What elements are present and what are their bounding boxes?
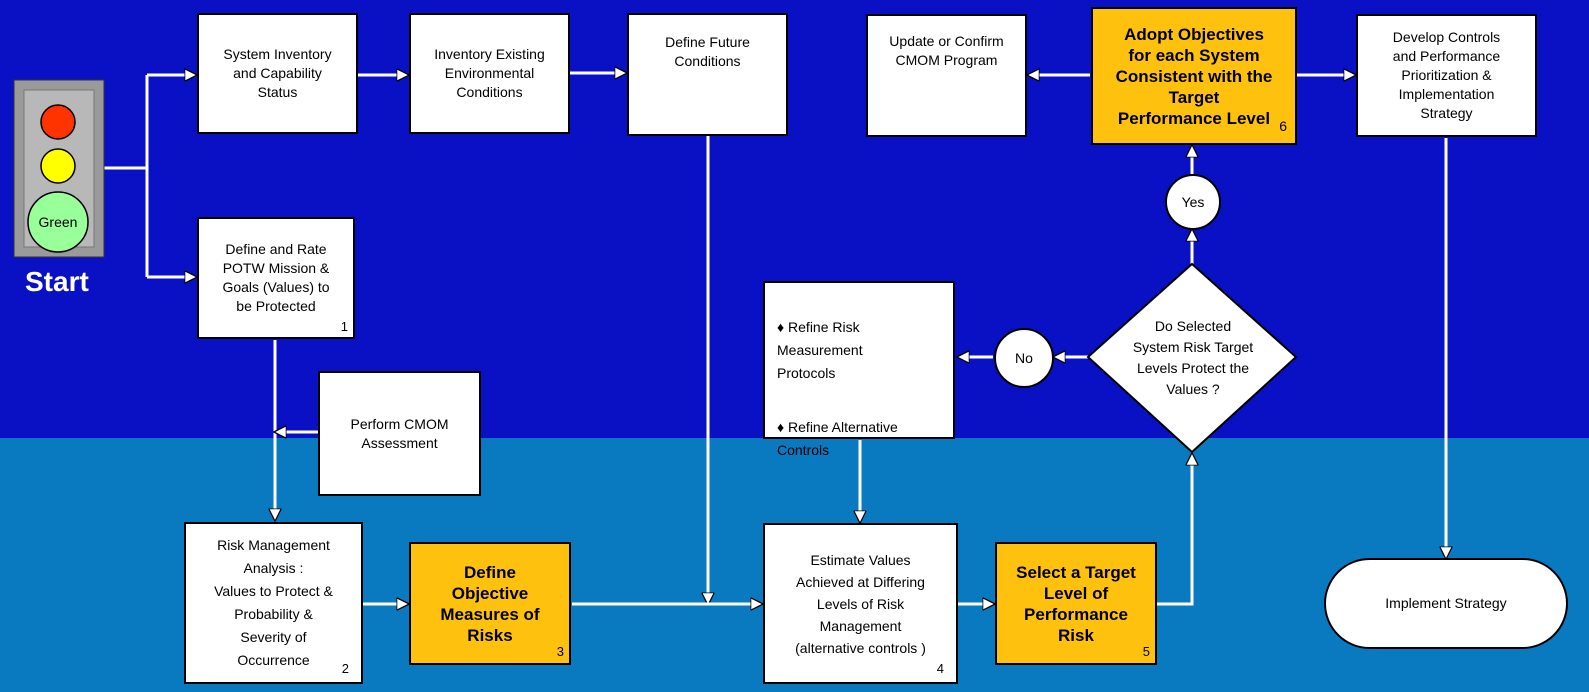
system-inventory-box: System Inventory and Capability Status [197,13,358,134]
no-node: No [994,328,1054,388]
define-objective-text: Define Objective Measures of Risks [440,562,540,645]
no-text: No [1015,350,1033,366]
adopt-objectives-number: 6 [1279,118,1287,134]
decision-text: Do Selected System Risk Target Levels Pr… [1132,318,1254,397]
risk-management-text: Risk Management Analysis : Values to Pro… [214,537,333,668]
yellow-light [40,148,76,184]
yes-text: Yes [1181,194,1205,210]
adopt-objectives-box: Adopt Objectives for each System Consist… [1091,7,1297,145]
estimate-values-box: Estimate Values Achieved at Differing Le… [763,523,958,684]
refine-controls-text: ♦ Refine Alternative Controls [777,419,898,458]
update-cmom-text: Update or Confirm CMOM Program [889,32,1004,68]
select-target-text: Select a Target Level of Performance Ris… [1016,562,1136,645]
develop-controls-box: Develop Controls and Performance Priorit… [1356,14,1537,137]
refine-box: ♦ Refine Risk Measurement Protocols ♦ Re… [763,281,955,458]
select-target-number: 5 [1142,644,1150,659]
develop-controls-text: Develop Controls and Performance Priorit… [1392,29,1501,121]
green-light-label: Green [39,214,78,230]
estimate-values-number: 4 [936,661,944,676]
implement-strategy-node: Implement Strategy [1324,558,1568,649]
yes-node: Yes [1165,174,1221,230]
define-future-text: Define Future Conditions [665,33,750,69]
inventory-env-box: Inventory Existing Environmental Conditi… [409,13,570,134]
decision-diamond [1086,262,1298,454]
perform-cmom-text: Perform CMOM Assessment [350,415,449,451]
risk-management-box: Risk Management Analysis : Values to Pro… [184,522,363,684]
define-rate-number: 1 [340,319,348,334]
refine-risk-text: ♦ Refine Risk Measurement Protocols [777,319,863,381]
define-objective-box: Define Objective Measures of Risks 3 [409,542,571,665]
inventory-env-text: Inventory Existing Environmental Conditi… [434,46,545,100]
risk-management-number: 2 [341,661,349,676]
system-inventory-text: System Inventory and Capability Status [223,46,332,100]
red-light [40,104,76,140]
estimate-values-text: Estimate Values Achieved at Differing Le… [795,551,926,656]
green-light [27,191,89,253]
update-cmom-box: Update or Confirm CMOM Program [866,14,1027,137]
start-label: Start [25,266,89,297]
define-future-box: Define Future Conditions [627,13,788,136]
perform-cmom-box: Perform CMOM Assessment [318,371,481,496]
define-rate-box: Define and Rate POTW Mission & Goals (Va… [197,217,355,339]
select-target-box: Select a Target Level of Performance Ris… [995,542,1157,665]
edge-select-up [1157,454,1192,606]
define-objective-number: 3 [556,644,564,659]
implement-strategy-text: Implement Strategy [1385,595,1507,611]
adopt-objectives-text: Adopt Objectives for each System Consist… [1115,24,1273,128]
define-rate-text: Define and Rate POTW Mission & Goals (Va… [222,241,330,314]
